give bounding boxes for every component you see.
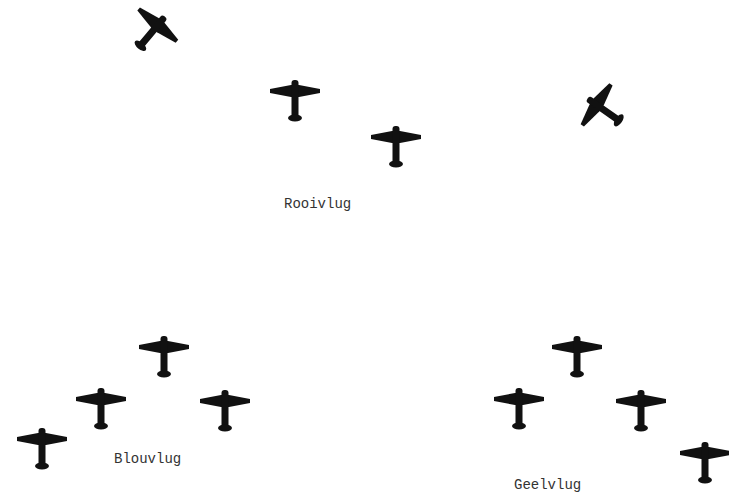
flight-label: Geelvlug	[514, 477, 581, 494]
aircraft-symbol	[573, 78, 636, 143]
flight-label: Blouvlug	[114, 451, 181, 468]
aircraft-symbol	[371, 126, 421, 168]
aircraft-symbol	[200, 390, 250, 432]
aircraft-symbol	[119, 1, 184, 65]
aircraft-symbol	[552, 336, 602, 378]
aircraft-symbol	[76, 388, 126, 430]
aircraft-symbol	[139, 336, 189, 378]
aircraft-symbol	[680, 442, 729, 484]
flight-label: Rooivlug	[284, 196, 351, 213]
aircraft-symbol	[616, 390, 666, 432]
aircraft-symbol	[494, 388, 544, 430]
aircraft-symbol	[17, 428, 67, 470]
aircraft-symbol	[270, 80, 320, 122]
